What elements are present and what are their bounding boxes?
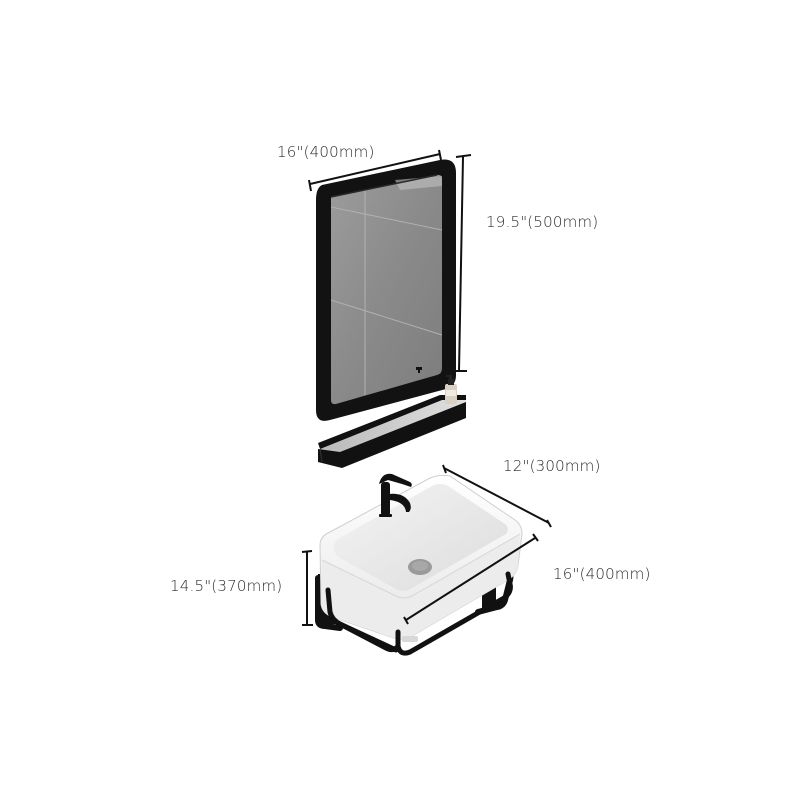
sink-width-label: 16"(400mm)	[553, 565, 651, 583]
sink-height-label: 14.5"(370mm)	[170, 577, 283, 595]
sink-width-line	[405, 537, 536, 621]
ceramic-sink	[319, 474, 523, 642]
towel-bar-front	[325, 571, 513, 656]
mirror-width-label: 16"(400mm)	[277, 143, 375, 161]
glass-shelf	[318, 395, 466, 468]
mirror-width-line	[309, 153, 441, 185]
dimension-lines	[301, 149, 552, 626]
mirror	[316, 159, 456, 421]
sink-depth-line	[443, 467, 550, 524]
faucet	[379, 473, 412, 517]
mirror-height-label: 19.5"(500mm)	[486, 213, 599, 231]
soap-dispenser	[445, 375, 457, 404]
mirror-height-line	[458, 156, 464, 372]
sink-depth-label: 12"(300mm)	[503, 457, 601, 475]
